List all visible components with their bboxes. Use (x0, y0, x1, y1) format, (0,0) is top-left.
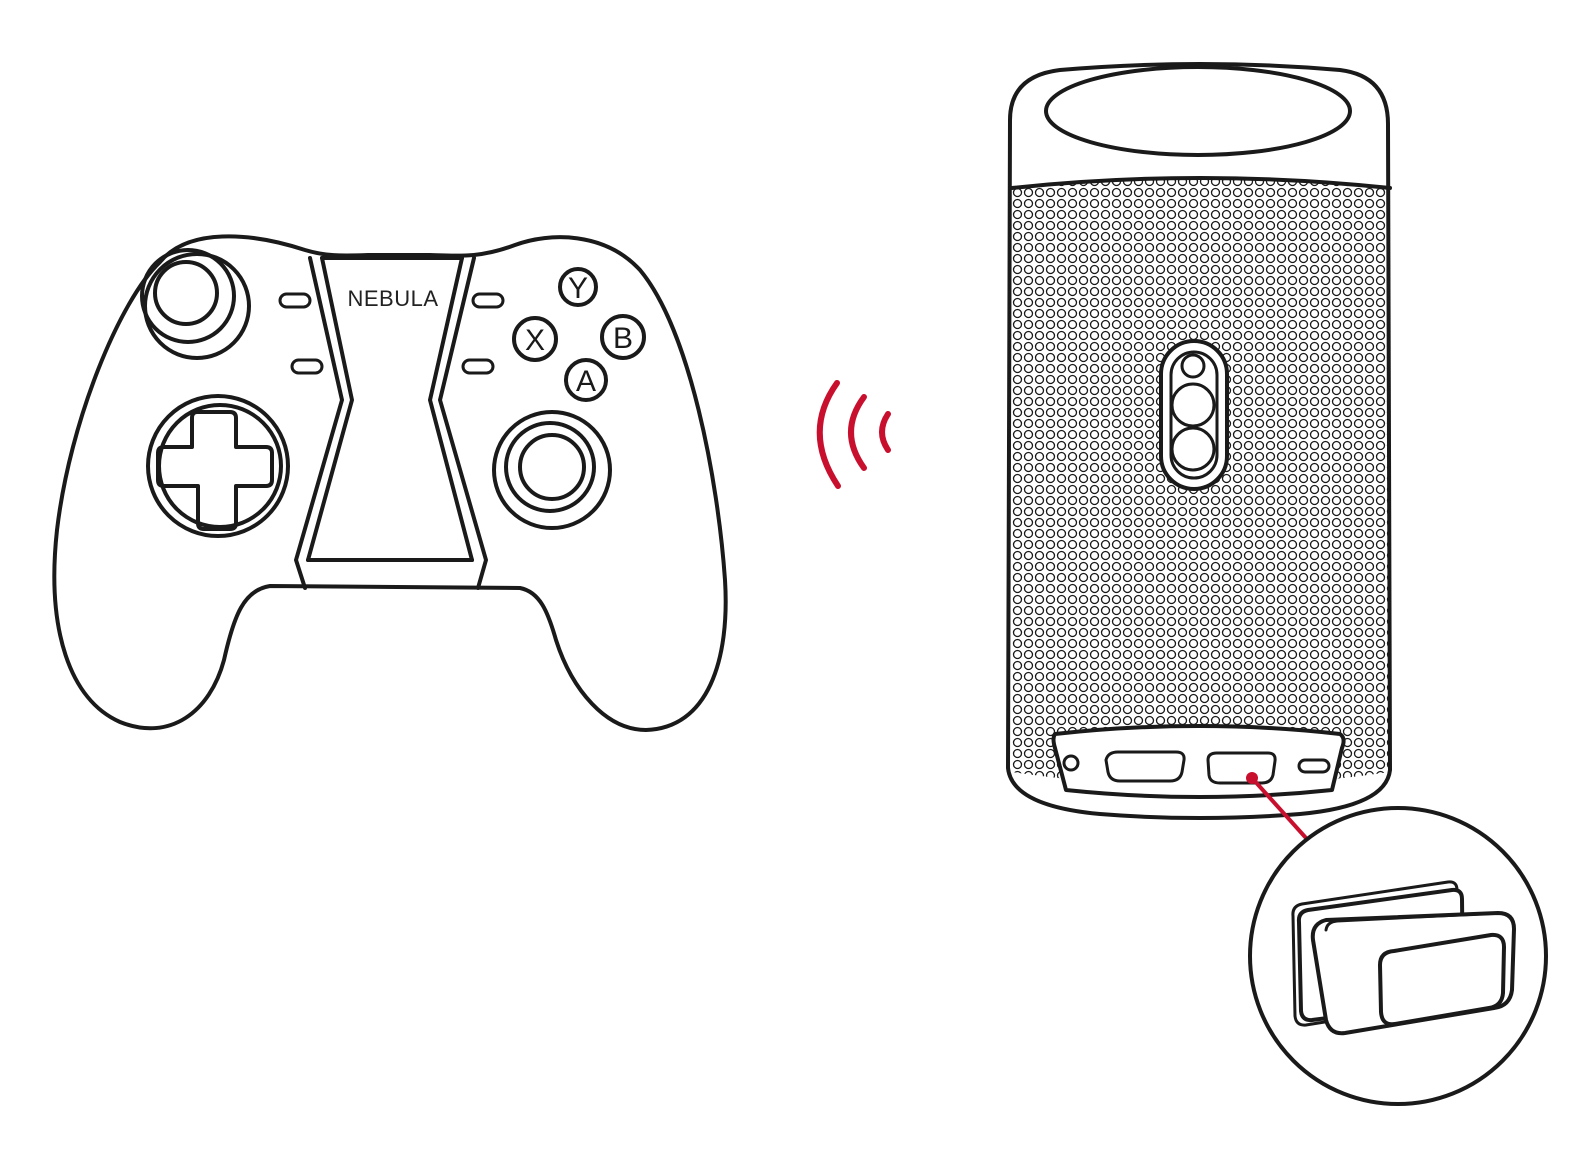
brand-label: NEBULA (347, 286, 438, 311)
button-b-label: B (613, 322, 633, 355)
control-strip (1159, 339, 1229, 491)
select-pill-button[interactable] (278, 292, 312, 309)
button-x[interactable]: X (512, 316, 558, 362)
port-panel (1051, 724, 1346, 799)
power-button[interactable] (1180, 353, 1206, 379)
wireless-signal-icon (816, 380, 891, 489)
button-x-label: X (525, 324, 545, 357)
usb-dongle-icon (1248, 806, 1548, 1106)
volume-up-button[interactable] (1170, 382, 1216, 428)
gamepad-body (52, 234, 728, 732)
button-b[interactable]: B (600, 314, 646, 360)
menu-pill-button[interactable] (461, 358, 495, 375)
gamepad-icon: NEBULA Y (52, 234, 728, 732)
portable-projector-icon (1006, 62, 1392, 820)
dpad[interactable] (146, 394, 290, 538)
button-y[interactable]: Y (558, 267, 598, 307)
usb-c-port (1297, 758, 1331, 774)
center-plate: NEBULA (294, 256, 488, 590)
callout-connector (1246, 772, 1308, 840)
button-y-label: Y (568, 272, 588, 305)
lens-ring (1044, 65, 1352, 157)
home-pill-button[interactable] (290, 358, 324, 375)
usb-port (1206, 751, 1277, 785)
button-a[interactable]: A (564, 358, 608, 402)
left-joystick[interactable] (140, 248, 251, 360)
audio-jack-port (1062, 754, 1080, 772)
volume-down-button[interactable] (1170, 426, 1216, 472)
start-pill-button[interactable] (471, 292, 505, 309)
right-joystick[interactable] (492, 410, 612, 530)
hdmi-port (1104, 750, 1186, 783)
button-a-label: A (576, 365, 596, 398)
